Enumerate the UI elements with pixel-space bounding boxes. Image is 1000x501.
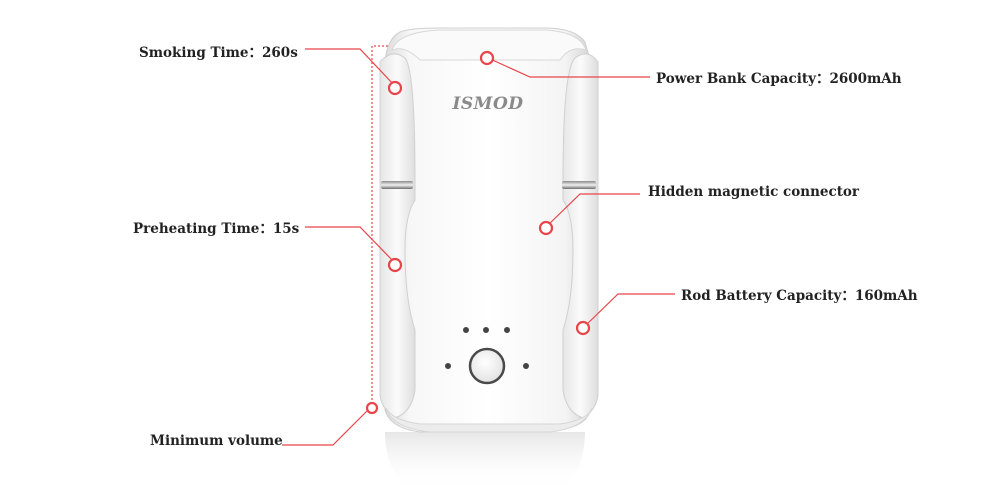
- leader-rod-battery: [583, 293, 675, 328]
- callout-marker-icon[interactable]: [365, 401, 379, 415]
- device-reflection: [385, 432, 585, 490]
- callout-marker-icon[interactable]: [575, 320, 591, 336]
- indicator-led-icon: [483, 327, 489, 333]
- callout-marker-icon[interactable]: [538, 220, 554, 236]
- rod-battery-capacity-label: Rod Battery Capacity：160mAh: [681, 288, 918, 304]
- indicator-led-icon: [504, 327, 510, 333]
- hidden-magnetic-connector-label: Hidden magnetic connector: [648, 184, 860, 200]
- callout-marker-icon[interactable]: [479, 50, 495, 66]
- minimum-volume-label: Minimum volume: [150, 433, 283, 449]
- leader-lines: [282, 48, 675, 446]
- left-chrome-band: [381, 181, 413, 189]
- minimum-volume-guide: [371, 45, 388, 408]
- callout-marker-icon[interactable]: [387, 257, 403, 273]
- preheating-time-label: Preheating Time：15s: [133, 221, 300, 237]
- indicator-led-icon: [463, 327, 469, 333]
- smoking-time-label: Smoking Time：260s: [139, 45, 298, 61]
- power-bank-capacity-label: Power Bank Capacity：2600mAh: [656, 71, 902, 87]
- device-base: [385, 407, 593, 433]
- callout-marker-icon[interactable]: [387, 80, 403, 96]
- leader-magnetic-connector: [545, 193, 640, 228]
- leader-power-bank: [487, 57, 650, 78]
- indicator-led-icon: [445, 363, 451, 369]
- right-chrome-band: [562, 181, 596, 189]
- indicator-led-icon: [523, 363, 529, 369]
- leader-preheating-time: [305, 226, 396, 264]
- leader-minimum-volume: [282, 407, 371, 446]
- leader-smoking-time: [305, 48, 396, 87]
- device-top-cap: [391, 29, 587, 61]
- power-button-icon[interactable]: [468, 347, 506, 385]
- brand-logo: ISMOD: [451, 94, 523, 114]
